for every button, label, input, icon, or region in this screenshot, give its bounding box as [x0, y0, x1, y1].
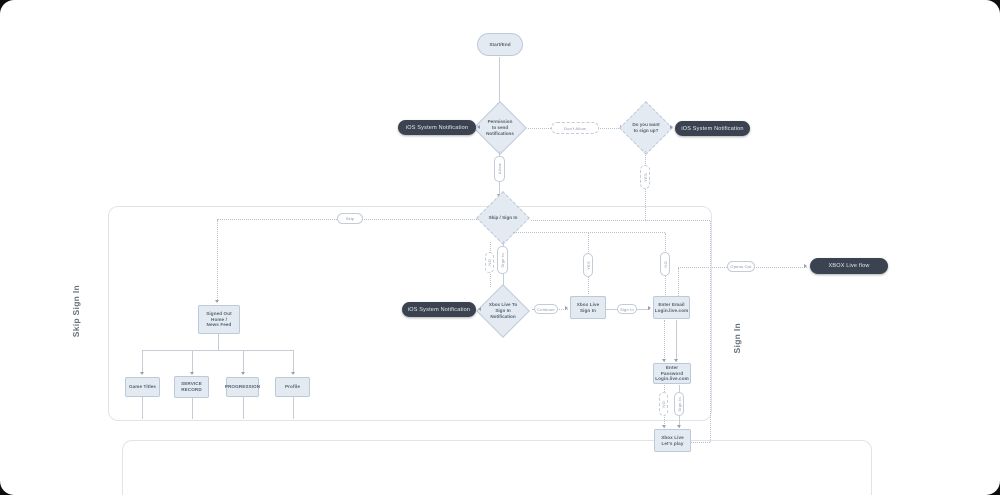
ios-notification-pill-permission-label: iOS System Notification	[405, 124, 469, 131]
edge-label-sign-in-next-text: Sign In	[620, 306, 634, 312]
progression-label: PROGRESSION	[224, 384, 261, 390]
edge-label-sign-in-down: Sign In	[497, 246, 508, 274]
edge-label-skip: Skip	[337, 213, 363, 224]
arrowhead	[215, 300, 219, 303]
edge-label-yes-signup: YES	[640, 165, 650, 189]
xbox-live-flow-pill-label: XBOX Live flow	[828, 263, 870, 269]
edge-label-allow-text: Allow	[497, 163, 502, 175]
xbox-notification-diamond-label: Xbox Live To Sign In Notification	[488, 302, 518, 319]
connector-line	[243, 350, 244, 372]
arrowhead	[241, 372, 245, 375]
connector-dotted	[678, 268, 679, 296]
edge-label-no-down-text: NO	[487, 259, 492, 266]
game-titles-node: Game Titles	[125, 377, 160, 397]
connector-line	[293, 350, 294, 372]
start-end-node: Start/End	[477, 33, 523, 56]
arrowhead	[565, 306, 568, 310]
edge-label-no-password-text: NO	[661, 400, 666, 408]
enter-email-node: Enter Email Login.live.com	[653, 296, 690, 319]
edge-label-yes-branch-text: YES	[585, 260, 591, 270]
connector-line	[142, 397, 143, 419]
xbox-live-sign-in-node: Xbox Live Sign In	[570, 296, 606, 319]
arrowhead	[662, 359, 666, 362]
enter-password-label: Enter Password Login.live.com	[655, 364, 689, 382]
edge-label-dont-allow-text: Don't Allow	[564, 125, 586, 131]
connector-line	[192, 350, 193, 372]
service-record-node: SERVICE RECORD	[174, 376, 209, 398]
ios-notification-pill-signup: iOS System Notification	[675, 121, 750, 136]
lets-play-node: Xbox Live Let's play	[654, 429, 691, 452]
edge-label-sign-in-down-text: Sign In	[500, 252, 505, 268]
signup-diamond-label: Do you want to sign up?	[632, 122, 660, 133]
edge-label-sign-in-password-text: Sign In	[676, 396, 682, 412]
arrowhead	[648, 306, 651, 310]
signed-out-home-label: Signed Out Home / News Feed	[206, 310, 232, 328]
enter-email-label: Enter Email Login.live.com	[654, 301, 689, 313]
arrowhead	[670, 125, 673, 129]
edge-label-continue-text: Continue	[537, 306, 555, 312]
ios-notification-pill-permission: iOS System Notification	[398, 120, 476, 135]
edge-label-yes-signup-text: YES	[642, 172, 648, 182]
connector-dotted	[513, 232, 665, 233]
arrowhead	[804, 264, 807, 268]
skip-sign-in-section-frame	[108, 206, 712, 421]
edge-label-skip-text: Skip	[345, 216, 355, 221]
xbox-live-sign-in-label: Xbox Live Sign In	[576, 301, 600, 313]
connector-dotted	[531, 220, 710, 221]
arrowhead	[478, 307, 481, 311]
arrowhead	[674, 359, 678, 362]
edge-label-no-branch: NO	[660, 252, 670, 276]
section-label-sign-in: Sign In	[724, 310, 750, 366]
connector-line	[293, 397, 294, 419]
progression-node: PROGRESSION	[224, 377, 261, 397]
arrowhead	[677, 425, 681, 428]
connector-line	[142, 350, 143, 372]
edge-label-allow: Allow	[494, 156, 505, 182]
edge-label-sign-in-next: Sign In	[617, 304, 637, 314]
arrowhead	[477, 125, 480, 129]
game-titles-label: Game Titles	[128, 384, 157, 390]
arrowhead	[190, 372, 194, 375]
xbox-live-flow-pill: XBOX Live flow	[810, 258, 888, 274]
start-end-label: Start/End	[489, 41, 511, 47]
ios-notification-pill-xbox-label: iOS System Notification	[407, 306, 471, 313]
connector-line	[142, 350, 294, 351]
section-label-sign-in-text: Sign In	[732, 322, 742, 354]
edge-label-continue: Continue	[534, 304, 558, 314]
arrowhead	[140, 372, 144, 375]
edge-label-opens-out-text: Opens Out	[730, 264, 752, 269]
arrowhead	[662, 425, 666, 428]
connector-dotted	[710, 221, 711, 442]
connector-dotted	[691, 442, 710, 443]
edge-label-no-branch-text: NO	[662, 260, 668, 268]
profile-node: Profile	[275, 377, 310, 397]
edge-label-no-down: NO	[485, 252, 494, 273]
service-record-label: SERVICE RECORD	[181, 381, 202, 392]
edge-label-opens-out: Opens Out	[727, 261, 755, 272]
section-label-skip-sign-in-text: Skip Sign In	[71, 284, 81, 338]
connector-line	[676, 320, 677, 362]
bottom-section-frame	[122, 440, 872, 495]
enter-password-node: Enter Password Login.live.com	[653, 363, 691, 384]
lets-play-label: Xbox Live Let's play	[661, 434, 684, 446]
arrowhead	[291, 372, 295, 375]
permission-diamond-label: Permission to send Notifications	[486, 119, 514, 136]
connector-line	[192, 398, 193, 419]
edge-label-sign-in-password: Sign In	[674, 392, 684, 416]
connector-dotted	[217, 220, 218, 302]
section-label-skip-sign-in: Skip Sign In	[62, 278, 90, 344]
edge-label-no-password: NO	[659, 392, 668, 416]
profile-label: Profile	[285, 384, 300, 390]
ios-notification-pill-signup-label: iOS System Notification	[681, 125, 744, 132]
edge-label-dont-allow: Don't Allow	[551, 122, 599, 134]
connector-dotted	[664, 320, 665, 362]
ios-notification-pill-xbox: iOS System Notification	[402, 302, 476, 317]
signed-out-home-node: Signed Out Home / News Feed	[198, 305, 240, 334]
edge-label-yes-branch: YES	[583, 253, 593, 277]
connector-line	[243, 397, 244, 419]
skip-sign-in-diamond-label: Skip / Sign In	[488, 215, 518, 221]
connector-line	[218, 334, 219, 350]
connector-line	[499, 57, 500, 106]
